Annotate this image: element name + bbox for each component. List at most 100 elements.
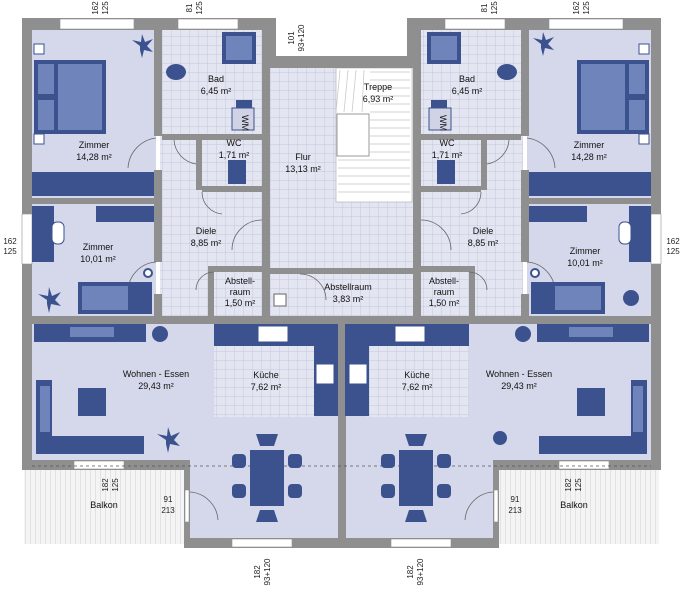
zimmer-ml-name: Zimmer	[83, 242, 114, 252]
lamp-icon	[152, 326, 168, 342]
table-icon	[577, 388, 605, 416]
diele-r-area: 8,85 m²	[468, 238, 499, 248]
wc-r-name: WC	[440, 138, 455, 148]
kueche-l-name: Küche	[253, 370, 279, 380]
table-icon	[78, 388, 106, 416]
balkon-r-floor	[499, 470, 659, 544]
zimmer-ml-area: 10,01 m²	[80, 254, 116, 264]
washing-machine-icon	[231, 107, 255, 131]
wohnen-r-area: 29,43 m²	[501, 381, 537, 391]
flur-name: Flur	[295, 152, 311, 162]
desk-icon	[32, 206, 54, 262]
abst-r-name1: Abstell-	[429, 276, 459, 286]
toilet-icon	[228, 160, 246, 184]
bad-r-area: 6,45 m²	[452, 86, 483, 96]
dim-side-l: 162	[3, 237, 17, 246]
dimension-labels: 162 125 81 125 101 93+120 81 125 162 125…	[3, 1, 680, 586]
wohnen-r-name: Wohnen - Essen	[486, 369, 552, 379]
dim-door-l: 91	[164, 495, 173, 504]
nightstand-icon	[33, 43, 45, 55]
dining-table-icon	[250, 450, 284, 506]
desk-icon	[629, 206, 651, 262]
zimmer-mr-name: Zimmer	[570, 246, 601, 256]
abst-c-area: 3,83 m²	[333, 294, 364, 304]
dim-top-l-b-b: 125	[195, 1, 204, 15]
dim-door-l-b: 213	[161, 506, 175, 515]
washbasin-icon	[497, 64, 517, 80]
dim-door-r: 91	[511, 495, 520, 504]
zimmer-tl-area: 14,28 m²	[76, 152, 112, 162]
plant-icon	[493, 431, 507, 445]
wc-r-area: 1,71 m²	[432, 150, 463, 160]
diele-r-name: Diele	[473, 226, 494, 236]
abst-r-area: 1,50 m²	[429, 298, 460, 308]
treppe-area: 6,93 m²	[363, 94, 394, 104]
treppe-name: Treppe	[364, 82, 392, 92]
dim-top-c-b: 93+120	[297, 24, 306, 51]
room-labels: Zimmer 14,28 m² Zimmer 14,28 m² Zimmer 1…	[76, 74, 607, 510]
dim-balk-r-b: 125	[574, 478, 583, 492]
plant-icon	[38, 287, 61, 313]
plant-icon	[132, 34, 153, 58]
abst-l-area: 1,50 m²	[225, 298, 256, 308]
balkon-r-name: Balkon	[560, 500, 588, 510]
dining-table-icon	[399, 450, 433, 506]
balkon-l-name: Balkon	[90, 500, 118, 510]
washing-machine-icon	[428, 107, 452, 131]
windows	[21, 18, 662, 548]
dim-top-l-b: 81	[185, 3, 194, 12]
dim-balk-l-b: 125	[111, 478, 120, 492]
plant-icon	[623, 290, 639, 306]
dim-side-l-b: 125	[3, 247, 17, 256]
balkon-l-floor	[24, 470, 184, 544]
diele-l-name: Diele	[196, 226, 217, 236]
diele-l-area: 8,85 m²	[191, 238, 222, 248]
chair-icon	[256, 510, 278, 522]
bad-l-name: Bad	[208, 74, 224, 84]
dim-door-r-b: 213	[508, 506, 522, 515]
wardrobe-icon	[529, 172, 651, 196]
staircase	[335, 67, 413, 203]
wardrobe-icon	[32, 172, 154, 196]
dim-side-r: 162	[666, 237, 680, 246]
stove-icon	[348, 363, 368, 385]
furniture	[32, 32, 651, 522]
dim-bottom-r-b: 93+120	[416, 558, 425, 585]
abst-l-name2: raum	[230, 287, 251, 297]
sink-icon	[257, 325, 289, 343]
washbasin-icon	[166, 64, 186, 80]
utility-icon	[273, 293, 287, 307]
dim-top-l-a-b: 125	[101, 1, 110, 15]
dim-top-r-a-b: 125	[582, 1, 591, 15]
dim-balk-r: 182	[564, 478, 573, 492]
kueche-r-area: 7,62 m²	[402, 382, 433, 392]
nightstand-icon	[33, 133, 45, 145]
zimmer-mr-area: 10,01 m²	[567, 258, 603, 268]
zimmer-tr-area: 14,28 m²	[571, 152, 607, 162]
bad-l-area: 6,45 m²	[201, 86, 232, 96]
zimmer-tl-name: Zimmer	[79, 140, 110, 150]
dim-balk-l: 182	[101, 478, 110, 492]
toilet-icon	[437, 160, 455, 184]
dim-top-r-b-b: 125	[490, 1, 499, 15]
chair-icon	[405, 434, 427, 446]
wm-l-label: WM	[240, 115, 250, 131]
abst-c-name: Abstellraum	[324, 282, 372, 292]
dim-top-l-a: 162	[91, 1, 100, 15]
chair-icon	[405, 510, 427, 522]
dim-bottom-l-b: 93+120	[263, 558, 272, 585]
kueche-l-area: 7,62 m²	[251, 382, 282, 392]
stove-icon	[315, 363, 335, 385]
kueche-r-name: Küche	[404, 370, 430, 380]
wc-l-area: 1,71 m²	[219, 150, 250, 160]
shelf-icon	[529, 206, 587, 222]
dim-side-r-b: 125	[666, 247, 680, 256]
dim-top-c: 101	[287, 31, 296, 45]
kueche-r-floor	[367, 345, 469, 417]
wc-l-name: WC	[227, 138, 242, 148]
shelf-icon	[96, 206, 154, 222]
nightstand-icon	[638, 133, 650, 145]
sink-icon	[394, 325, 426, 343]
nightstand-icon	[638, 43, 650, 55]
